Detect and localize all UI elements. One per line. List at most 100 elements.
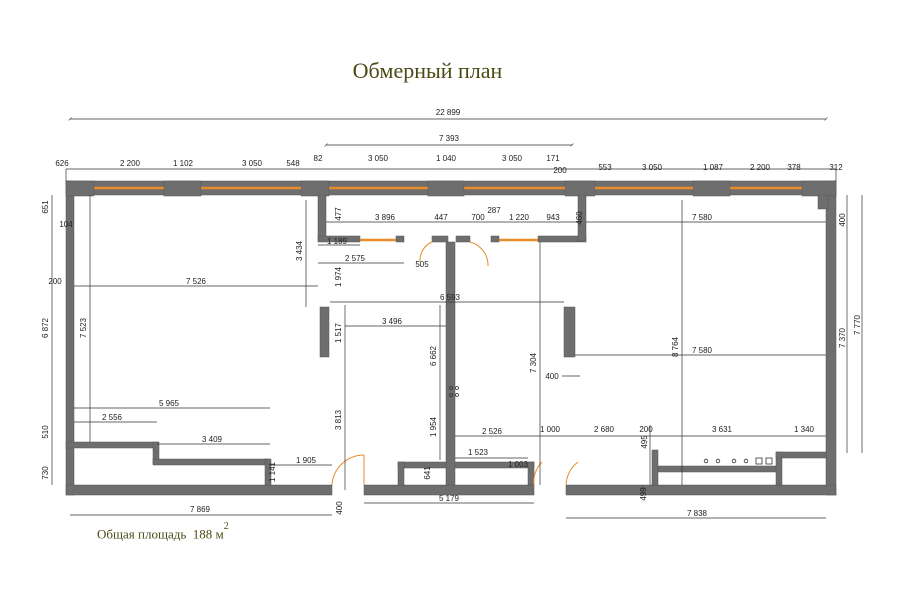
ledge [264, 458, 272, 486]
door-arc [331, 454, 365, 486]
dim-label: 8 764 [671, 336, 680, 357]
area-unit-sup: 2 [223, 521, 229, 532]
ledge [397, 461, 447, 469]
dim-label: 641 [423, 466, 432, 480]
dim-label: 7 526 [186, 277, 207, 286]
column [319, 306, 330, 358]
dim-label: 7 370 [838, 327, 847, 348]
dim-label: 730 [41, 466, 50, 480]
dim-label: 3 896 [375, 213, 396, 222]
total-area-label: Общая площадь [97, 526, 187, 542]
dim-label: 5 179 [439, 494, 460, 503]
dim-label: 510 [41, 425, 50, 439]
partition [445, 241, 456, 486]
dim-label: 82 [314, 154, 323, 163]
dim-label: 200 [553, 166, 567, 175]
ledge [651, 449, 659, 486]
dim-label: 7 580 [692, 213, 713, 222]
door-arc [533, 461, 543, 486]
dim-label: 2 200 [750, 163, 771, 172]
dim-label: 3 050 [368, 154, 389, 163]
dim-label: 2 526 [482, 427, 503, 436]
dim-label: 2 575 [345, 254, 366, 263]
pier [801, 180, 837, 197]
dim-label: 1 523 [468, 448, 489, 457]
partition [317, 194, 327, 242]
ledge [65, 441, 159, 449]
dim-label: 3 050 [242, 159, 263, 168]
dim-label: 1 189 [327, 237, 348, 246]
dim-label: 1 003 [508, 460, 529, 469]
dim-label: 400 [838, 213, 847, 227]
dim-label: 7 770 [853, 314, 862, 335]
dimension-lines [51, 119, 863, 519]
dim-label: 400 [545, 372, 559, 381]
dim-label: 6 593 [440, 293, 461, 302]
dim-label: 7 838 [687, 509, 708, 518]
dim-label: 548 [286, 159, 300, 168]
pier [817, 194, 829, 210]
door-arc [565, 461, 579, 486]
dim-label: 2 556 [102, 413, 123, 422]
dim-label: 3 496 [382, 317, 403, 326]
pier [564, 180, 596, 197]
dim-label: 626 [55, 159, 69, 168]
dim-label: 3 631 [712, 425, 733, 434]
dim-label: 1 087 [703, 163, 724, 172]
pier [300, 180, 330, 197]
dim-label: 7 869 [190, 505, 211, 514]
ledge [397, 461, 405, 486]
ledge [152, 458, 269, 466]
fixtures [449, 386, 773, 465]
dim-label: 505 [415, 260, 429, 269]
door-arc [419, 241, 433, 263]
dim-label: 287 [487, 206, 501, 215]
windows [94, 186, 802, 242]
pier [427, 180, 465, 197]
dim-label: 1 340 [794, 425, 815, 434]
dim-label: 3 813 [334, 409, 343, 430]
dim-label: 312 [829, 163, 843, 172]
dim-label: 7 523 [79, 317, 88, 338]
dim-label: 7 580 [692, 346, 713, 355]
pier [163, 180, 202, 197]
dim-label: 5 965 [159, 399, 180, 408]
partition [395, 235, 405, 243]
partition [455, 235, 471, 243]
dim-label: 651 [41, 200, 50, 214]
dim-label: 378 [787, 163, 801, 172]
dim-label: 1 102 [173, 159, 194, 168]
dim-label: 200 [48, 277, 62, 286]
dim-label: 200 [639, 425, 653, 434]
partition [490, 235, 500, 243]
dim-label: 495 [640, 435, 649, 449]
dim-label: 553 [598, 163, 612, 172]
pier [65, 180, 95, 197]
dim-label: 1 954 [429, 416, 438, 437]
dim-label: 477 [334, 207, 343, 221]
dim-label: 943 [546, 213, 560, 222]
doors [331, 241, 579, 486]
pier [692, 180, 731, 197]
dim-label: 1 040 [436, 154, 457, 163]
dim-label: 3 050 [642, 163, 663, 172]
dim-label: 6 872 [41, 317, 50, 338]
dim-label: 460 [575, 211, 584, 225]
ledge [527, 461, 535, 486]
wall-right [825, 180, 837, 496]
column [563, 306, 576, 358]
dim-label: 700 [471, 213, 485, 222]
dim-label: 1 517 [334, 322, 343, 343]
dim-label: 499 [639, 487, 648, 501]
total-area: Общая площадь 188 м2 [97, 521, 229, 542]
dim-label: 1 905 [296, 456, 317, 465]
dim-label: 2 680 [594, 425, 615, 434]
dim-label: 171 [546, 154, 560, 163]
dim-label: 22 899 [436, 108, 461, 117]
walls [65, 180, 837, 496]
dim-label: 400 [335, 501, 344, 515]
dim-label: 3 050 [502, 154, 523, 163]
wall-bottom-left [65, 484, 333, 496]
dim-label: 104 [59, 220, 73, 229]
